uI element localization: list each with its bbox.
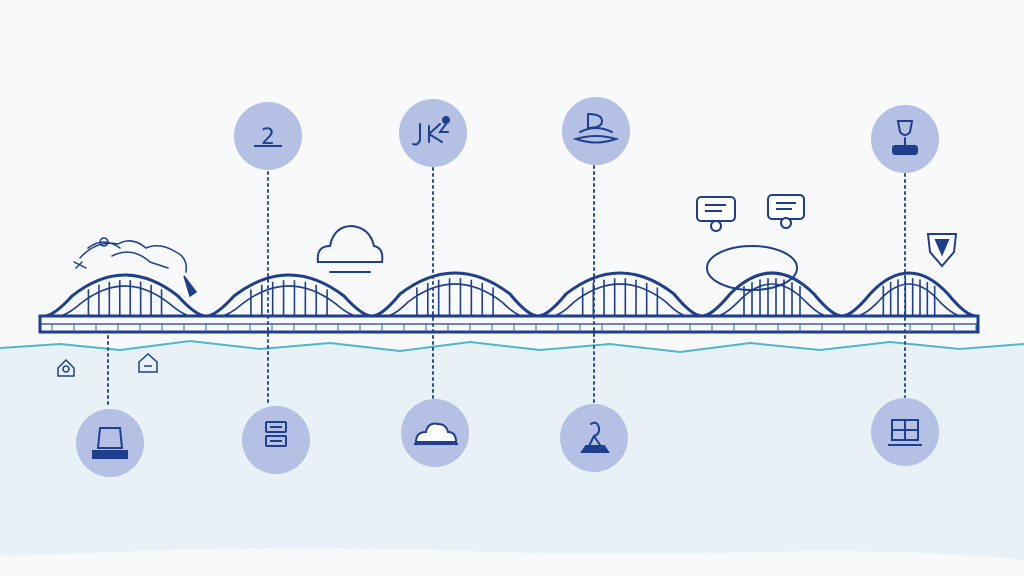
bridge-arch-inner <box>57 285 193 317</box>
bridge-arch-inner <box>551 283 689 317</box>
water <box>0 339 1024 560</box>
bridge-arch-inner <box>385 283 525 317</box>
trophy-icon <box>892 120 918 155</box>
highlight-ring <box>706 245 798 291</box>
small-house-icon <box>57 358 75 377</box>
cloud-outline-icon <box>316 224 384 273</box>
water-fill <box>0 341 1024 560</box>
monitor-icon <box>92 427 128 459</box>
water-line <box>0 339 1024 354</box>
cloud-icon <box>414 422 458 445</box>
bridge-arch-outer <box>536 271 704 318</box>
window-grid-icon <box>888 419 922 446</box>
bridge-arch-inner <box>855 283 963 317</box>
document-stack-icon <box>265 421 287 447</box>
person-jumping-icon <box>412 116 450 146</box>
milestone-top-4[interactable] <box>871 105 939 173</box>
milestone-top-3[interactable] <box>562 97 630 165</box>
bridge-arch-inner <box>219 285 359 317</box>
bridge-arch-outer <box>370 271 540 318</box>
bridge-arch <box>42 273 208 318</box>
small-hut-icon <box>138 352 158 373</box>
milestone-bottom-3[interactable] <box>401 399 469 467</box>
milestone-top-2[interactable] <box>399 99 467 167</box>
milestone-bottom-5[interactable] <box>871 398 939 466</box>
milestone-bottom-1[interactable] <box>76 409 144 477</box>
bridge-arch-outer <box>204 273 374 318</box>
bridge-arch-outer <box>42 273 208 318</box>
bridge-arch <box>204 273 374 318</box>
milestone-bottom-4[interactable] <box>560 404 628 472</box>
chat-bubble-icon <box>767 194 805 229</box>
milestone-top-1-label: 2 <box>261 125 275 150</box>
badge-icon <box>926 233 958 268</box>
bridge-arch-inner <box>715 283 829 317</box>
bridge-arch-outer <box>700 271 844 318</box>
bridge-arch <box>700 271 844 318</box>
bridge-arch <box>536 271 704 318</box>
person-thinking-icon <box>580 421 610 453</box>
bridge-arch-outer <box>840 271 978 318</box>
bridge <box>38 271 980 334</box>
chat-bubble-icon <box>696 196 736 232</box>
bridge-arch <box>840 271 978 318</box>
connectors <box>107 165 906 409</box>
milestone-bottom-2[interactable] <box>242 406 310 474</box>
sketch-doodle-icon <box>73 237 198 298</box>
hat-icon <box>572 113 620 144</box>
bridge-arch <box>370 271 540 318</box>
milestone-top-1[interactable]: 2 <box>234 102 302 170</box>
